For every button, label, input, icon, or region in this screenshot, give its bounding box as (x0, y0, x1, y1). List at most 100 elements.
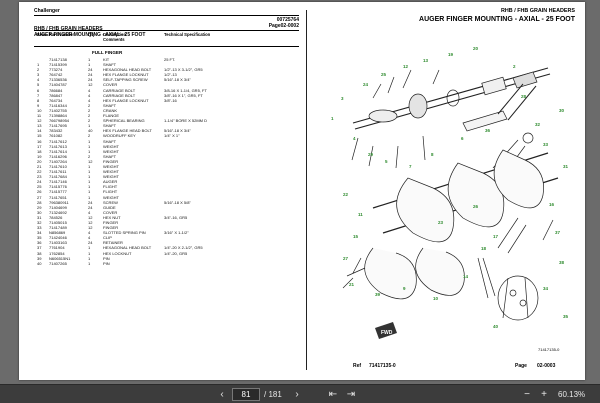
item-number: 36 (37, 240, 42, 246)
description: SHAFT (103, 123, 117, 129)
zoom-out-icon[interactable]: − (524, 389, 530, 400)
item-number: 30 (37, 209, 42, 215)
callout-label: 2 (513, 64, 516, 69)
diagram-footer: Ref 71417135-0 Page 02-0003 (313, 363, 575, 371)
part-number: 71417695 (49, 123, 67, 129)
drawing-code: 71417135-0 (538, 347, 560, 352)
callout-label: 22 (343, 192, 349, 197)
item-number: 22 (37, 169, 42, 175)
item-number: 15 (37, 133, 42, 139)
part-number: 783432 (49, 128, 63, 134)
col-description: Description (103, 32, 127, 37)
description: FINGER (103, 220, 119, 225)
part-number: 784526 (49, 214, 63, 220)
specification: 1/2"-13 (164, 72, 177, 78)
ref-value: 71417135-0 (369, 363, 396, 369)
quantity: 12 (88, 158, 93, 164)
callout-label: 16 (549, 202, 555, 207)
quantity: 12 (88, 214, 93, 220)
item-number: 9 (37, 102, 40, 108)
item-number: 26 (37, 189, 42, 195)
item-number: 34 (37, 230, 42, 236)
description: SELF-TAPPING SCREW (103, 77, 148, 83)
part-number: 71407264 (49, 158, 67, 164)
quantity: 24 (88, 204, 93, 210)
item-number: 7 (37, 92, 40, 98)
part-number: 71417614 (49, 148, 67, 154)
item-number: 24 (37, 179, 42, 185)
quantity: 1 (88, 189, 91, 195)
column-divider (306, 10, 307, 370)
part-number: 71404787 (49, 82, 67, 88)
description: RETAINER (103, 240, 123, 246)
item-number: 33 (37, 225, 42, 231)
description: SHAFT (103, 153, 117, 159)
quantity: 24 (88, 67, 93, 73)
callout-label: 20 (473, 46, 479, 51)
specification: 1-1/4" BORE X 52MM D (164, 118, 207, 124)
page-number-input[interactable]: 81 (232, 388, 260, 401)
pdf-page: Challenger RHB / FHB GRAIN HEADERS 00725… (19, 2, 585, 380)
quantity: 24 (88, 77, 93, 83)
next-page-button[interactable]: › (295, 389, 299, 400)
part-number: 71417612 (49, 138, 67, 144)
last-page-icon[interactable]: ⇥ (346, 389, 356, 400)
item-number: 32 (37, 220, 42, 225)
description: PIN (103, 255, 110, 261)
quantity: 1 (88, 174, 91, 180)
description: CARRIAGE BOLT (103, 87, 136, 93)
callout-label: 12 (403, 64, 409, 69)
callout-label: 4 (353, 136, 356, 141)
callout-label: 10 (433, 296, 439, 301)
diagram-panel: RHB / FHB GRAIN HEADERS AUGER FINGER MOU… (313, 8, 575, 373)
col-qty: Qty (88, 32, 95, 37)
part-number: 71415777 (49, 189, 67, 195)
quantity: 4 (88, 92, 91, 98)
description: FLANGE (103, 113, 120, 119)
description: HEX FLANGE HEAD BOLT (103, 128, 152, 134)
first-page-icon[interactable]: ⇤ (328, 389, 338, 400)
part-number: 71417146 (49, 179, 67, 185)
part-number: 764734 (49, 97, 63, 103)
description: COVER (103, 82, 118, 88)
callout-label: 38 (559, 260, 565, 265)
item-number: 6 (37, 87, 40, 93)
quantity: 12 (88, 220, 93, 225)
callout-label: 24 (363, 82, 369, 87)
quantity: 1 (88, 245, 91, 251)
callout-label: 37 (555, 230, 561, 235)
callout-label: 21 (349, 282, 355, 287)
part-number: 71424046 (49, 235, 67, 241)
zoom-in-icon[interactable]: + (541, 389, 547, 400)
item-number: 10 (37, 107, 42, 113)
description: CARRIAGE BOLT (103, 92, 136, 98)
item-number: 18 (37, 148, 42, 154)
col-item: Item (37, 32, 46, 37)
zoom-level[interactable]: 60.13% (558, 390, 586, 399)
page-label: Page (515, 363, 527, 369)
description: WEIGHT (103, 169, 119, 175)
callout-label: 39 (375, 292, 381, 297)
callout-label: 17 (493, 234, 499, 239)
header-rule (34, 30, 299, 31)
previous-page-button[interactable]: ‹ (220, 389, 224, 400)
callout-label: 14 (463, 274, 469, 279)
ref-label: Ref (353, 363, 362, 369)
part-number: 71417651 (49, 194, 67, 200)
col-comments: Comments (103, 37, 125, 42)
quantity: 4 (88, 97, 91, 103)
